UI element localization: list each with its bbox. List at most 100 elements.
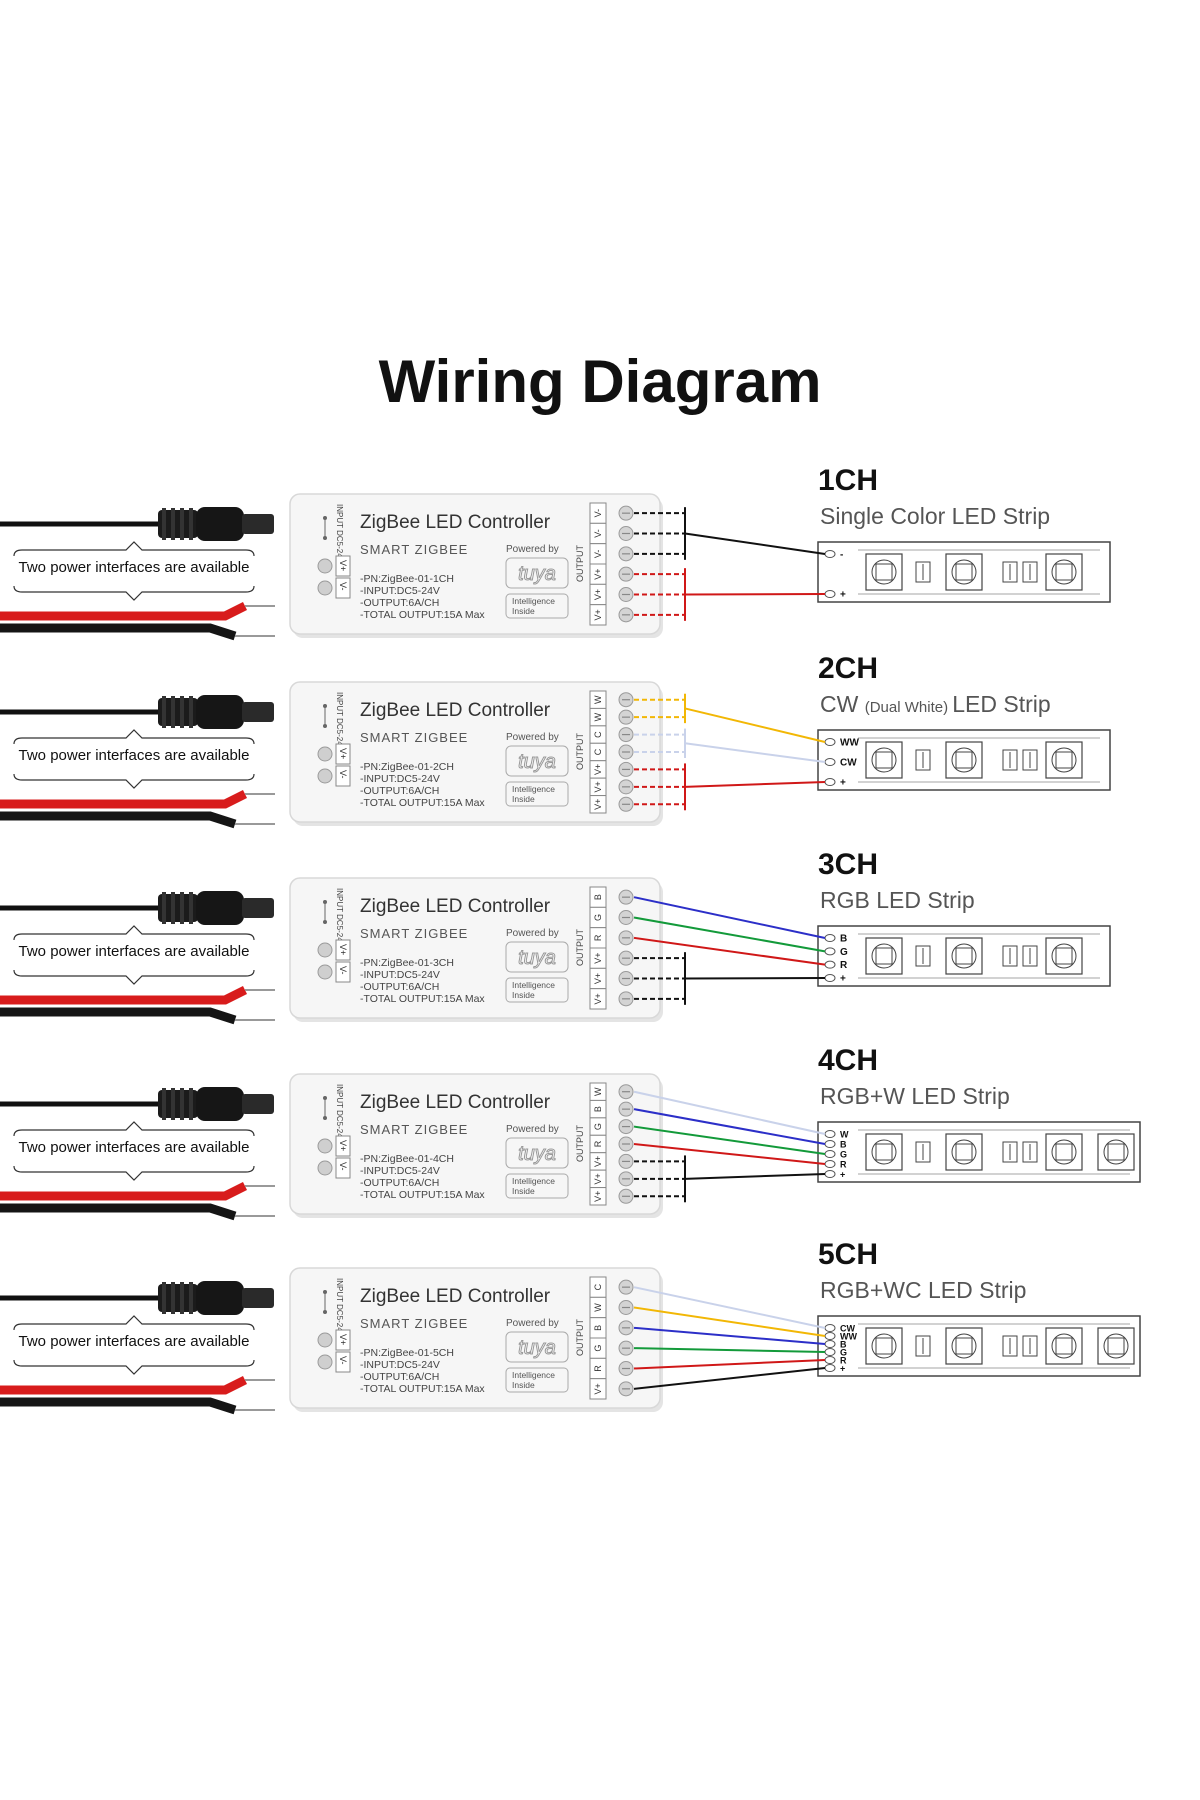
channel-label: 3CH xyxy=(818,848,878,881)
strip-wire xyxy=(633,1108,826,1145)
strip-pad xyxy=(824,1348,836,1356)
strip-pad-label: B xyxy=(840,934,847,945)
dc-plug-strain-relief xyxy=(158,1090,198,1118)
input-terminal-label: V+ xyxy=(338,1334,348,1345)
input-dot xyxy=(323,1310,327,1314)
strip-pad xyxy=(824,1160,836,1168)
output-terminal-label: V+ xyxy=(593,1383,603,1394)
led-chip xyxy=(1097,1133,1135,1171)
output-terminal-label: V+ xyxy=(593,569,603,580)
strip-pad-label: W xyxy=(840,1130,849,1140)
input-terminal-label: V+ xyxy=(338,748,348,759)
strip-wire xyxy=(633,1125,826,1155)
input-dot xyxy=(323,900,327,904)
input-terminal xyxy=(335,765,351,787)
output-terminal-label: V+ xyxy=(593,1156,603,1167)
spec-output: -OUTPUT:6A/CH xyxy=(360,981,439,993)
input-label: INPUT DC5-24V xyxy=(335,692,344,752)
power-cables: Two power interfaces are available xyxy=(0,1087,275,1221)
strip-pad-label: CW xyxy=(840,1324,855,1334)
powered-by: Powered by xyxy=(506,732,559,743)
black-lead xyxy=(0,1203,237,1221)
input-terminal xyxy=(335,743,351,765)
led-chip xyxy=(865,937,903,975)
strip-pad xyxy=(824,1340,836,1348)
plug-ridge xyxy=(180,892,184,924)
powered-by: Powered by xyxy=(506,928,559,939)
output-terminal-label: G xyxy=(593,914,603,921)
led-chip xyxy=(945,937,983,975)
input-dot xyxy=(323,516,327,520)
strip-pad xyxy=(824,960,836,969)
output-terminal xyxy=(589,1378,607,1400)
led-chip-die xyxy=(955,947,973,965)
led-chip-die xyxy=(875,947,893,965)
badge-line2: Inside xyxy=(512,1380,535,1390)
red-lead xyxy=(0,985,248,1005)
tuya-logo-frame xyxy=(505,557,569,589)
strip-pad xyxy=(824,778,836,786)
plug-ridge xyxy=(162,696,166,728)
led-chip-lens xyxy=(951,559,977,585)
output-terminal-label: R xyxy=(593,934,603,941)
powered-by: Powered by xyxy=(506,1318,559,1329)
output-terminal xyxy=(589,604,607,626)
output-terminal-label: V+ xyxy=(593,764,603,775)
controller-name: ZigBee LED Controller xyxy=(360,700,551,721)
strip-pad-label: R xyxy=(840,1356,847,1366)
strip-pad-label: B xyxy=(840,1140,847,1150)
input-screw xyxy=(317,1160,333,1176)
strip-pad xyxy=(824,550,836,558)
strip-wire xyxy=(684,707,826,743)
input-terminal-label: V- xyxy=(338,1162,348,1171)
channel-2ch: Two power interfaces are available INPUT … xyxy=(0,652,1111,829)
controller-subtitle: SMART ZIGBEE xyxy=(360,730,468,745)
dc-plug-tip xyxy=(242,1094,274,1114)
plug-ridge xyxy=(162,892,166,924)
tuya-logo-frame xyxy=(505,745,569,777)
input-terminal xyxy=(335,577,351,599)
output-terminal-label: V+ xyxy=(593,953,603,964)
strip-pad-label: + xyxy=(840,778,846,789)
output-terminal-label: V+ xyxy=(593,799,603,810)
output-terminal-label: B xyxy=(593,1106,603,1112)
strip-wire xyxy=(633,1359,826,1370)
power-note: Two power interfaces are available xyxy=(19,1139,250,1156)
power-note: Two power interfaces are available xyxy=(19,1333,250,1350)
led-chip-die xyxy=(1107,1337,1125,1355)
brace-bottom xyxy=(13,585,255,601)
plug-ridge xyxy=(171,508,175,540)
plug-ridge xyxy=(162,1088,166,1120)
led-chip-die xyxy=(955,751,973,769)
strip-name: CW (Dual White) LED Strip xyxy=(820,691,1051,717)
output-terminal-label: B xyxy=(593,1325,603,1331)
led-chip-die xyxy=(1055,751,1073,769)
power-cables: Two power interfaces are available xyxy=(0,891,275,1025)
power-cables: Two power interfaces are available xyxy=(0,695,275,829)
plug-ridge xyxy=(162,1282,166,1314)
strip-pad xyxy=(824,758,836,766)
led-chip-lens xyxy=(951,1333,977,1359)
input-screw xyxy=(317,964,333,980)
resistor xyxy=(1002,561,1018,583)
tuya-logo: tuya xyxy=(518,1337,556,1359)
output-terminal-label: V+ xyxy=(593,973,603,984)
plug-ridge xyxy=(162,508,166,540)
resistor xyxy=(1022,1335,1038,1357)
input-screw xyxy=(317,746,333,762)
led-chip-lens xyxy=(871,747,897,773)
led-chip xyxy=(945,1133,983,1171)
red-lead xyxy=(0,789,248,809)
led-chip-lens xyxy=(1051,747,1077,773)
plug-ridge xyxy=(189,1282,193,1314)
led-chip-die xyxy=(875,563,893,581)
input-label: INPUT DC5-24V xyxy=(335,1084,344,1144)
led-chip xyxy=(945,553,983,591)
spec-total: -TOTAL OUTPUT:15A Max xyxy=(360,1383,485,1395)
dc-plug-tip xyxy=(242,898,274,918)
wires xyxy=(633,896,826,1005)
strip-pad-label: + xyxy=(840,1170,845,1180)
